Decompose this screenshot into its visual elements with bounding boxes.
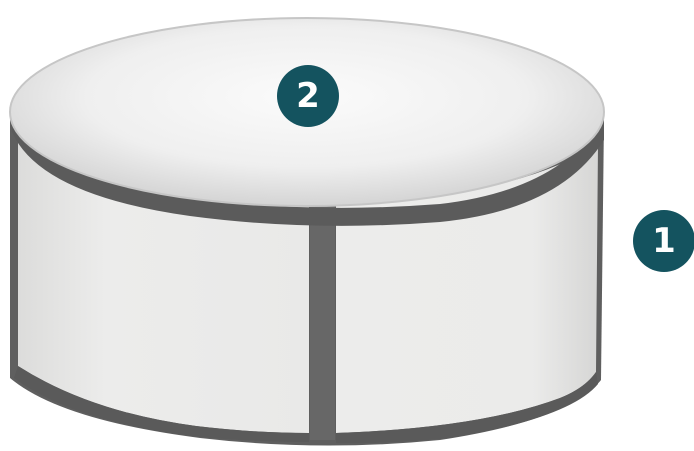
callout-badge-1: 1	[633, 210, 694, 272]
vertical-divider-strip	[310, 200, 335, 440]
callout-badge-2: 2	[277, 65, 339, 127]
